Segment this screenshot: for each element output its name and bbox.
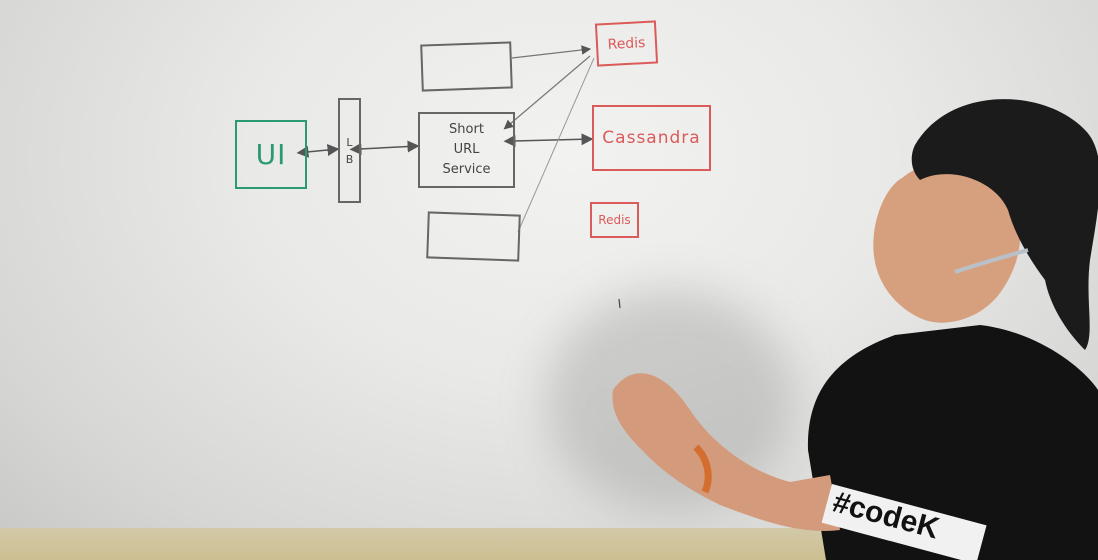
marker-dot	[618, 298, 621, 309]
cassandra-box: Cassandra	[592, 105, 711, 171]
lb-service-arrow	[349, 140, 420, 155]
redis-top-box: Redis	[594, 20, 659, 67]
redis-small-label: Redis	[598, 213, 631, 227]
service-redis-arrow	[503, 55, 591, 130]
ui-label: UI	[255, 138, 287, 171]
ui-lb-arrow	[296, 144, 340, 158]
top-service-box	[420, 41, 513, 92]
service-label-url: URL	[453, 142, 480, 157]
top-service-redis-arrow	[511, 45, 592, 59]
load-balancer-box: L B	[338, 98, 361, 203]
service-cassandra-arrow	[503, 133, 594, 147]
bottom-service-box	[426, 211, 521, 262]
lb-letter-b: B	[345, 152, 354, 166]
redis-top-label: Redis	[607, 34, 646, 53]
bottom-service-redis-line	[517, 57, 595, 233]
short-url-service-box: Short URL Service	[418, 112, 515, 188]
ui-box: UI	[235, 120, 307, 189]
service-label-short: Short	[449, 122, 484, 137]
cassandra-label: Cassandra	[602, 128, 701, 148]
redis-small-box: Redis	[590, 202, 639, 238]
service-label-service: Service	[442, 162, 491, 177]
lb-letter-l: L	[346, 135, 353, 149]
